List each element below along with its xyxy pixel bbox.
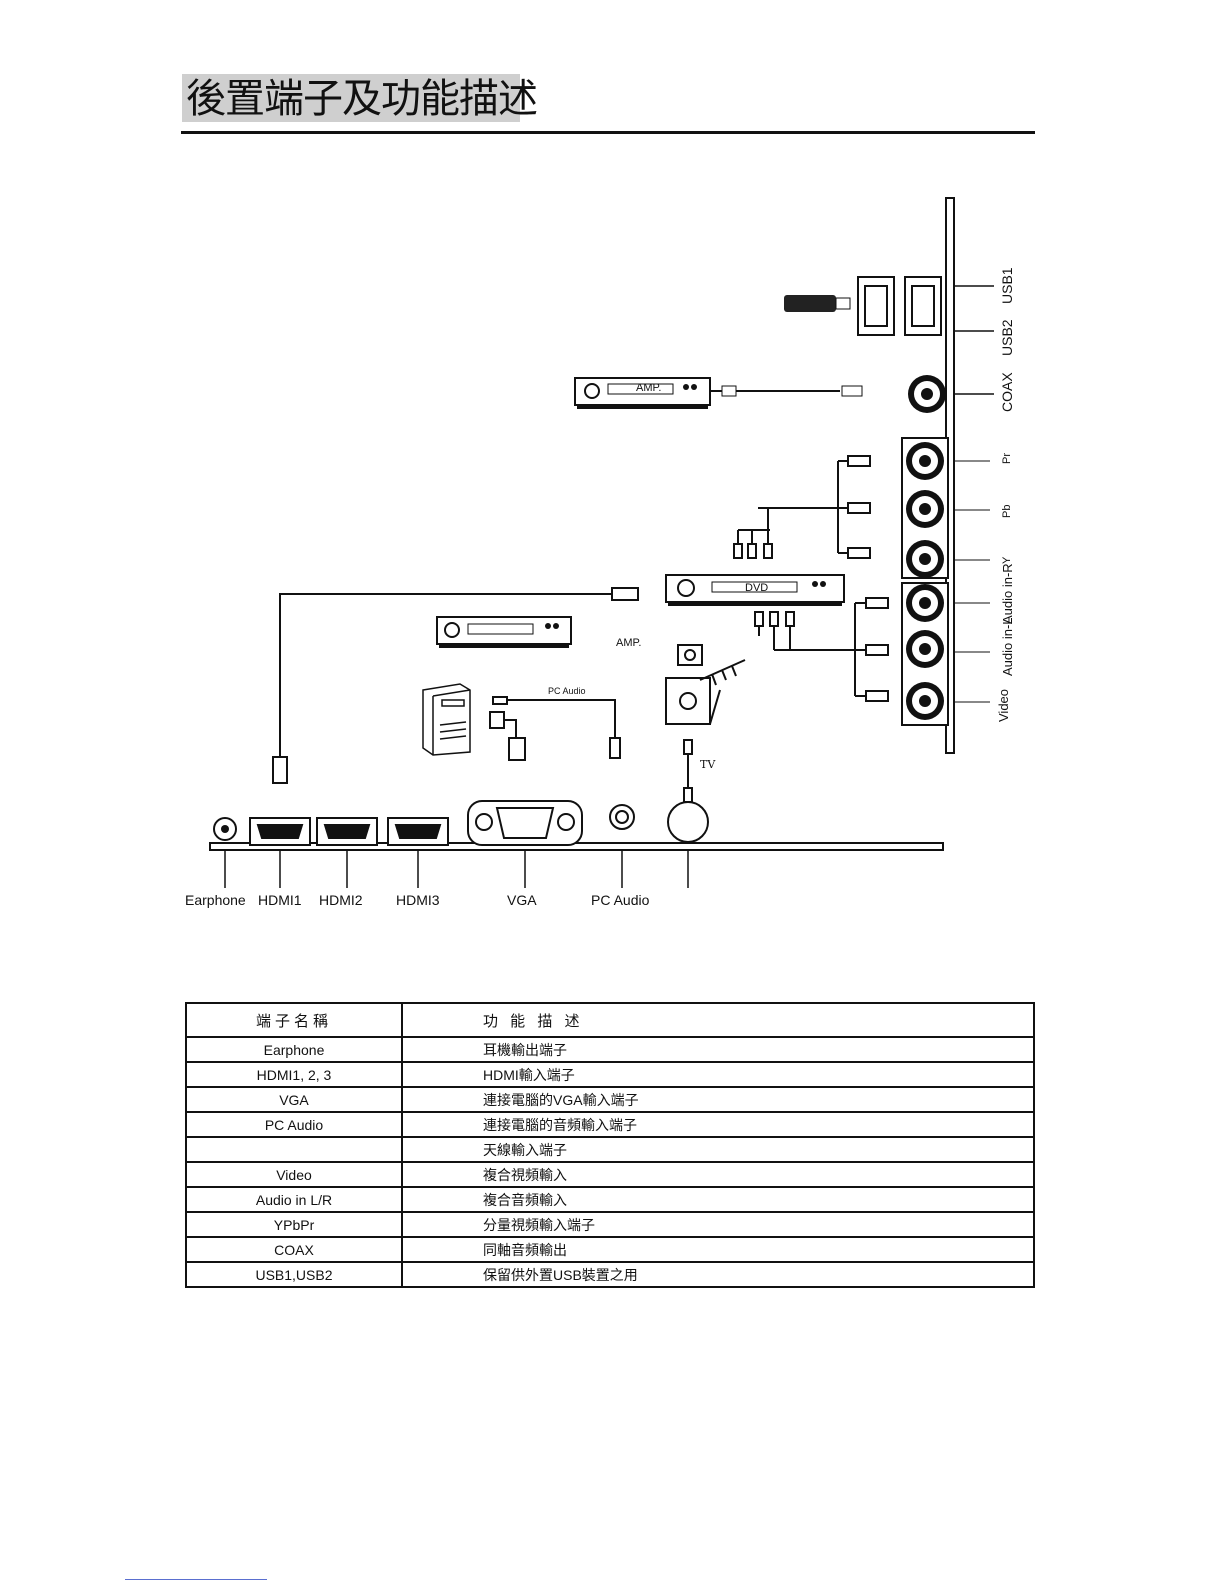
coax-label: COAX (999, 372, 1015, 412)
amp-device-top (574, 377, 863, 409)
function-cell: 保留供外置USB裝置之用 (401, 1261, 1035, 1288)
hdmi2-label: HDMI2 (319, 892, 363, 908)
pc-tower-icon (422, 683, 471, 756)
pb-label: Pb (1001, 505, 1013, 518)
tv-label: TV (700, 758, 716, 771)
rca-jack-ring (919, 643, 931, 655)
usb1-label: USB1 (999, 267, 1015, 304)
dvd-device (665, 574, 845, 606)
terminal-name-cell: COAX (185, 1236, 403, 1263)
pc-audio-label: PC Audio (591, 892, 650, 908)
vga-port (467, 800, 583, 846)
av-cables (754, 597, 889, 702)
rca-jack-ring (919, 553, 931, 565)
coax-port (908, 375, 994, 413)
rca-jacks (906, 442, 944, 720)
antenna-icon (665, 644, 746, 725)
header-terminal-name: 端子名稱 (185, 1002, 403, 1038)
terminal-name-cell: USB1,USB2 (185, 1261, 403, 1288)
rca-jack-ring (919, 597, 931, 609)
hdmi-ports (249, 817, 449, 846)
hdmi3-label: HDMI3 (396, 892, 440, 908)
function-cell: 連接電腦的VGA輸入端子 (401, 1086, 1035, 1113)
pc-audio-cable-label: PC Audio (548, 686, 586, 696)
component-cables (733, 455, 871, 559)
hdmi-cable (272, 587, 639, 784)
earphone-label: Earphone (185, 892, 246, 908)
function-cell: 複合音頻輸入 (401, 1186, 1035, 1213)
terminal-name-cell: Audio in L/R (185, 1186, 403, 1213)
table-row: 天線輸入端子 (185, 1136, 1035, 1163)
audio-l-label: Audio in-L (1000, 617, 1015, 676)
hdmi1-label: HDMI1 (258, 892, 302, 908)
function-cell: 天線輸入端子 (401, 1136, 1035, 1163)
footer-rule (125, 1579, 267, 1580)
audio-r-label: Audio in-R (1000, 563, 1015, 624)
function-cell: 耳機輸出端子 (401, 1036, 1035, 1063)
pc-cables (489, 696, 621, 761)
terminal-name-cell: Earphone (185, 1036, 403, 1063)
amp-device-middle (436, 616, 572, 648)
title-divider (181, 131, 1035, 134)
amp-label-top: AMP. (636, 382, 661, 394)
function-cell: 同軸音頻輸出 (401, 1236, 1035, 1263)
function-cell: 分量視頻輸入端子 (401, 1211, 1035, 1238)
usb-ports (857, 276, 994, 336)
vga-label: VGA (507, 892, 537, 908)
rca-jack-ring (919, 455, 931, 467)
terminal-name-cell: YPbPr (185, 1211, 403, 1238)
usb-stick-icon (784, 295, 851, 312)
amp-label-middle: AMP. (616, 637, 641, 649)
usb2-label: USB2 (999, 319, 1015, 356)
terminal-name-cell: VGA (185, 1086, 403, 1113)
function-cell: 複合視頻輸入 (401, 1161, 1035, 1188)
rca-jack-ring (919, 695, 931, 707)
tv-cable (683, 739, 693, 803)
pc-audio-port (609, 804, 635, 830)
tv-antenna-port (667, 801, 709, 843)
rear-panel-diagram: AMP. AMP. DVD PC Audio TV Earphone HDMI1… (185, 197, 1015, 908)
dvd-label: DVD (745, 582, 768, 594)
video-label: Video (996, 689, 1011, 722)
rca-jack-ring (919, 503, 931, 515)
terminal-name-cell: Video (185, 1161, 403, 1188)
terminal-name-cell (185, 1136, 403, 1163)
pr-label: Pr (1001, 453, 1013, 464)
earphone-port (213, 817, 237, 841)
table-header-row: 端子名稱 功 能 描 述 (185, 1002, 1035, 1038)
page-title: 後置端子及功能描述 (186, 76, 538, 122)
header-function: 功 能 描 述 (401, 1002, 1035, 1038)
y-label: Y (1001, 556, 1013, 564)
title-highlight (182, 74, 520, 122)
terminal-name-cell: PC Audio (185, 1111, 403, 1138)
function-cell: HDMI輸入端子 (401, 1061, 1035, 1088)
terminal-name-cell: HDMI1, 2, 3 (185, 1061, 403, 1088)
function-cell: 連接電腦的音頻輸入端子 (401, 1111, 1035, 1138)
